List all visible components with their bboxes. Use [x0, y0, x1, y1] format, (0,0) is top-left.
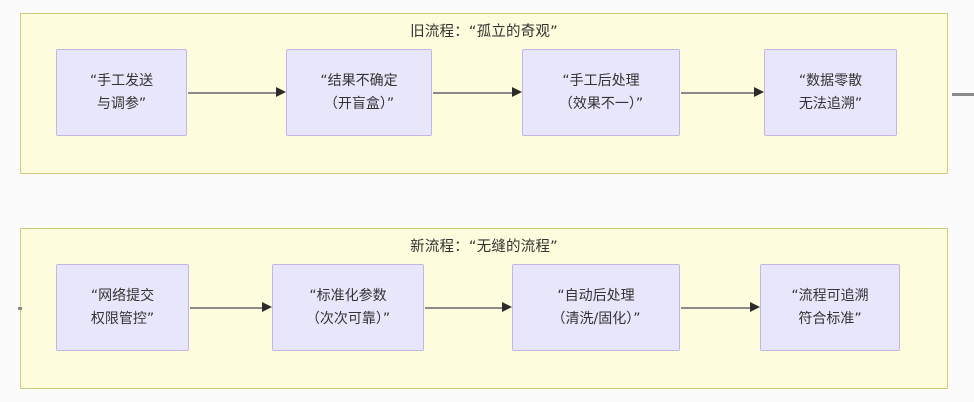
- node-standard-params[interactable]: “标准化参数 （次次可靠）”: [272, 264, 424, 351]
- node-manual-send[interactable]: “手工发送 与调参”: [56, 49, 187, 136]
- node-traceable-process[interactable]: “流程可追溯 符合标准”: [760, 264, 900, 351]
- node-label-line-1: “流程可追溯: [791, 287, 869, 304]
- node-scattered-data[interactable]: “数据零散 无法追溯”: [764, 49, 897, 136]
- node-label-line-2: 与调参”: [96, 95, 147, 112]
- node-label-line-2: 权限管控”: [90, 310, 155, 327]
- node-label-line-1: “结果不确定: [320, 72, 398, 89]
- node-label-line-2: （效果不一）”: [558, 95, 644, 112]
- node-label-line-2: （次次可靠）”: [305, 310, 391, 327]
- node-label-line-1: “手工发送: [89, 72, 154, 89]
- node-label-line-1: “网络提交: [90, 287, 155, 304]
- node-label-line-1: “数据零散: [798, 72, 863, 89]
- edge-stub-right: [952, 92, 974, 96]
- node-label-line-2: （清洗/固化）”: [551, 310, 641, 327]
- subgraph-new-process-title: 新流程：“无缝的流程”: [410, 239, 558, 255]
- edge-stub-left: [18, 307, 22, 310]
- node-label-line-1: “自动后处理: [557, 287, 635, 304]
- node-label-line-2: 无法追溯”: [798, 95, 863, 112]
- node-manual-postprocess[interactable]: “手工后处理 （效果不一）”: [522, 49, 680, 136]
- node-label-line-1: “标准化参数: [309, 287, 387, 304]
- node-uncertain-result[interactable]: “结果不确定 （开盲盒）”: [286, 49, 432, 136]
- subgraph-old-process-title: 旧流程：“孤立的奇观”: [410, 24, 558, 40]
- node-label-line-2: 符合标准”: [798, 310, 862, 327]
- node-auto-postprocess[interactable]: “自动后处理 （清洗/固化）”: [512, 264, 680, 351]
- node-web-submit[interactable]: “网络提交 权限管控”: [56, 264, 189, 351]
- node-label-line-1: “手工后处理: [562, 72, 640, 89]
- node-label-line-2: （开盲盒）”: [323, 95, 395, 112]
